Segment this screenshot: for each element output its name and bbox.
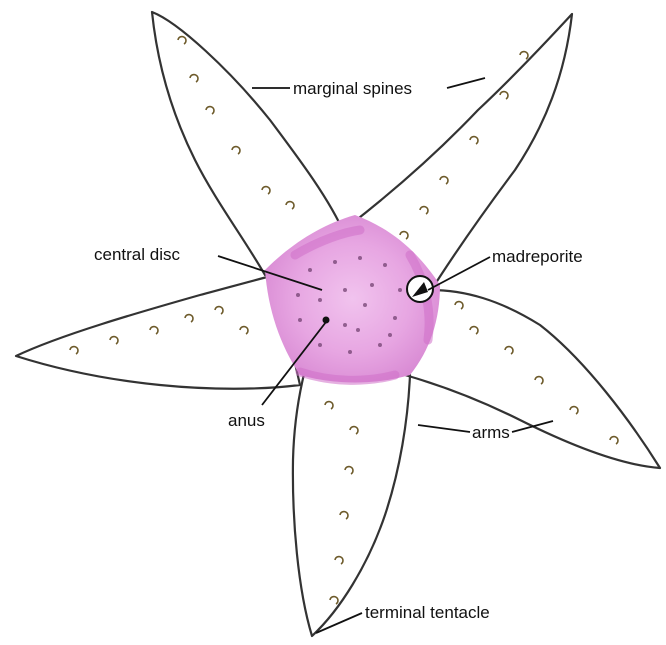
label-central-disc: central disc — [94, 245, 180, 264]
leader-madreporite — [428, 257, 490, 290]
arm-right — [405, 290, 660, 468]
leader-terminal-tentacle — [316, 613, 362, 633]
arm-bottom — [293, 370, 410, 636]
leader-arms — [512, 421, 553, 432]
label-anus: anus — [228, 411, 265, 430]
label-terminal-tentacle: terminal tentacle — [365, 603, 490, 622]
label-madreporite: madreporite — [492, 247, 583, 266]
leader-arms-left — [418, 425, 470, 432]
label-arms: arms — [472, 423, 510, 442]
label-marginal-spines: marginal spines — [293, 79, 412, 98]
leader-marginal-spines-right — [447, 78, 485, 88]
